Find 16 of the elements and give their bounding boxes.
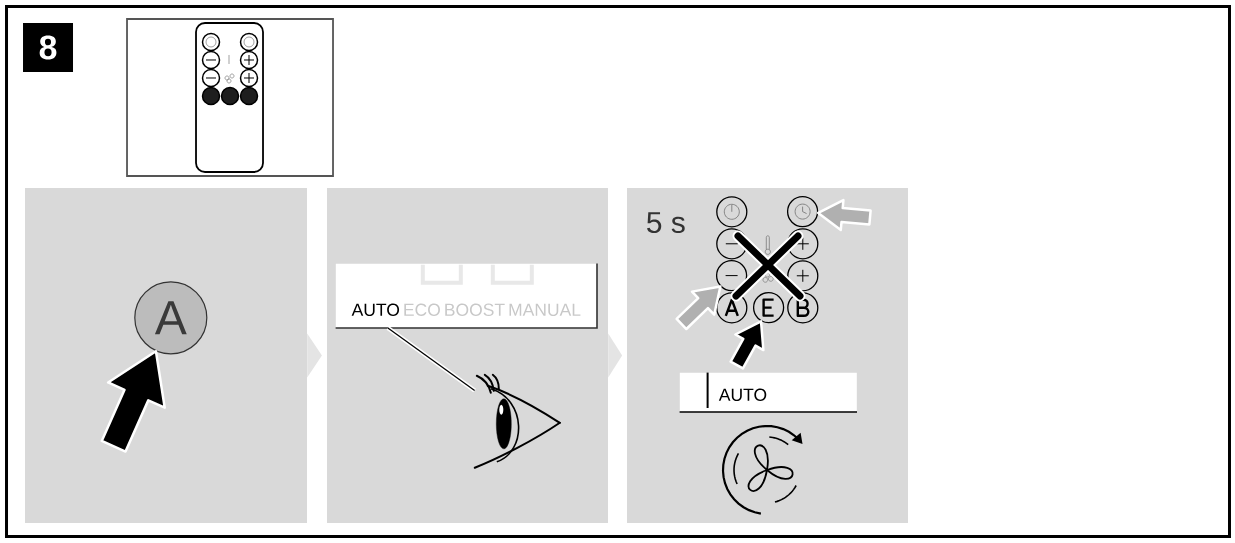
display-panel: AUTO: [678, 371, 858, 413]
remote-button: A: [134, 281, 208, 355]
chevron-arrow: [307, 333, 322, 378]
remote-button: [786, 195, 819, 228]
eye-icon: [473, 373, 561, 469]
remote-button: [715, 259, 748, 292]
press-arrow: [675, 285, 722, 331]
remote-button: [752, 291, 785, 324]
step-badge: 8: [23, 23, 73, 72]
step-panel: [25, 188, 307, 523]
press-arrow: [816, 198, 872, 232]
leader-line: [386, 326, 476, 393]
duration-label: 5 s: [647, 212, 685, 234]
press-arrow: [100, 350, 166, 453]
chevron-arrow: [608, 333, 623, 378]
press-arrow: [729, 320, 765, 370]
